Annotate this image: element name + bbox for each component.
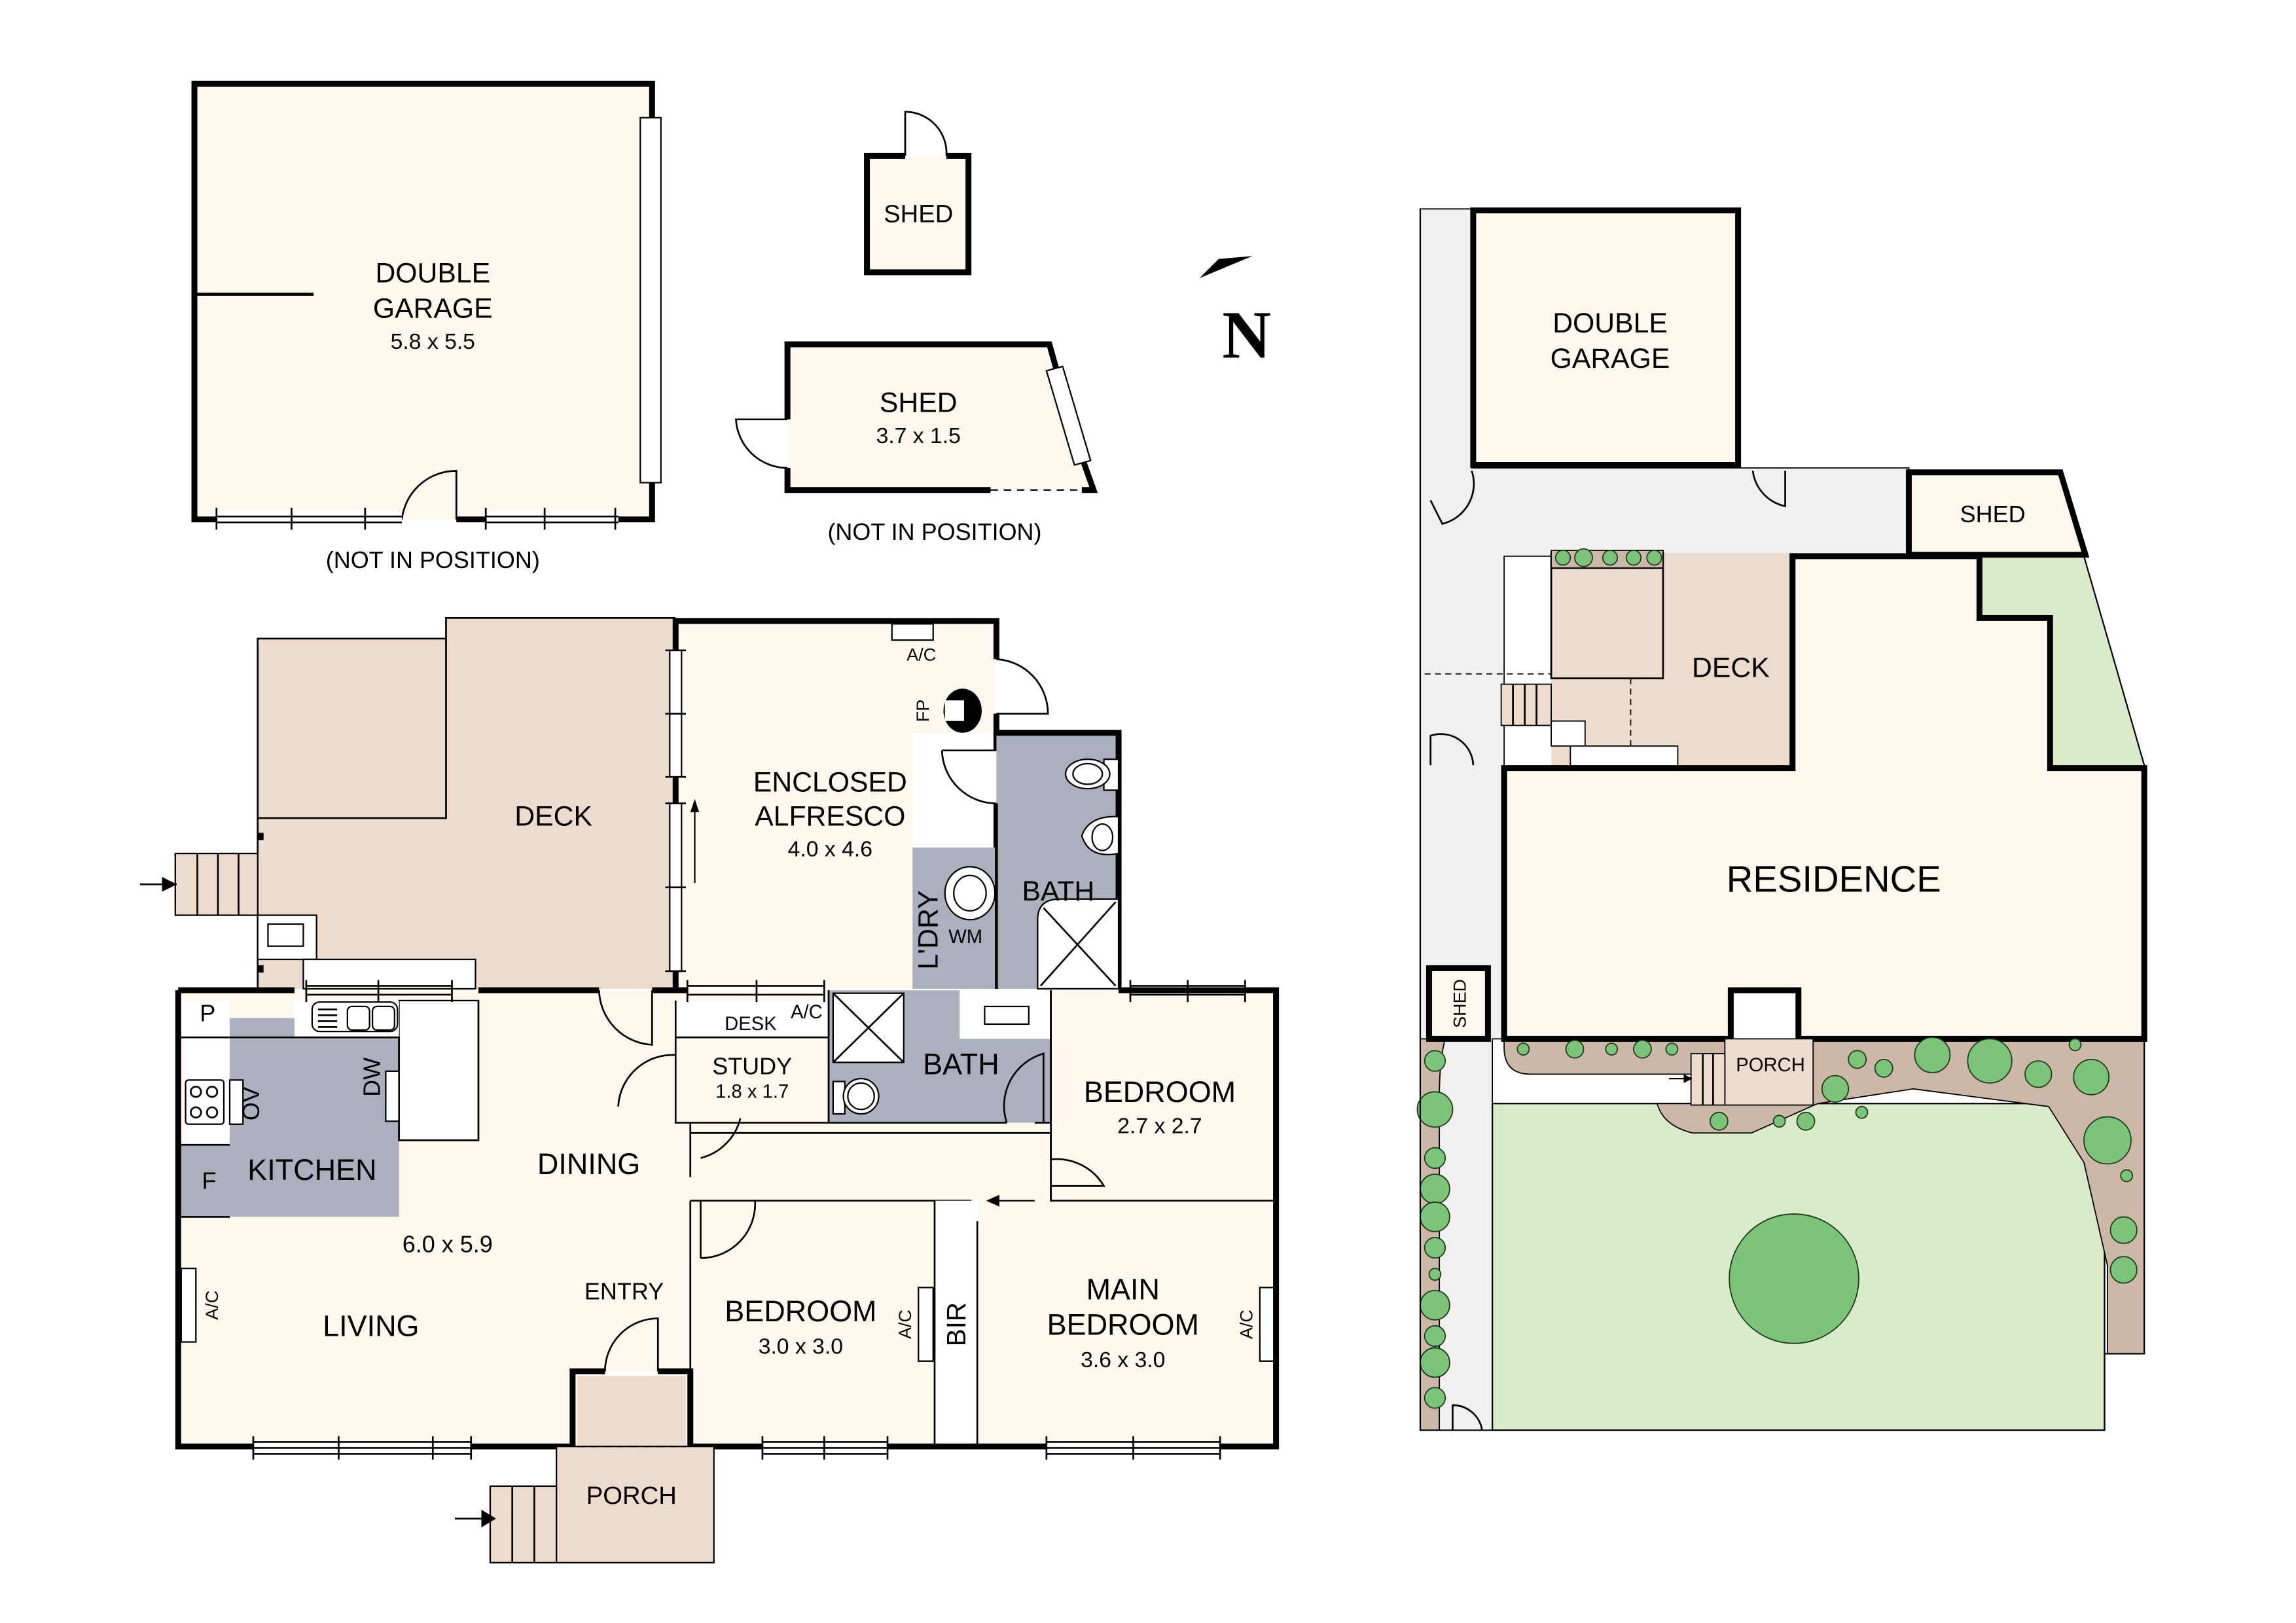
- bedroom3-label: BEDROOM: [725, 1294, 876, 1328]
- room-laundry: L'DRY WM: [912, 847, 997, 989]
- shed-large-size: 3.7 x 1.5: [876, 423, 961, 448]
- laundry-label: L'DRY: [912, 890, 944, 969]
- garage-label: DOUBLE: [375, 258, 490, 289]
- entry-label: ENTRY: [584, 1277, 664, 1304]
- alfresco-sliding-door-upper: [665, 649, 686, 778]
- alfresco-sliding-door-lower: [665, 802, 686, 972]
- site-entry-arrow-icon: [1683, 1074, 1693, 1083]
- shed-large: SHED 3.7 x 1.5 (NOT IN POSITION): [735, 341, 1098, 545]
- bedroom2-size: 2.7 x 2.7: [1117, 1113, 1202, 1138]
- garage-detached: DOUBLE GARAGE 5.8 x 5.5 (NOT IN POSITION…: [191, 80, 662, 573]
- shed-small-label: SHED: [884, 200, 953, 228]
- shed-large-note: (NOT IN POSITION): [827, 518, 1041, 545]
- main-bedroom-label: MAIN: [1086, 1272, 1160, 1306]
- deck-entry-arrow-icon: [162, 877, 177, 892]
- site-shed-side-label: SHED: [1450, 979, 1470, 1028]
- site-deck-label: DECK: [1692, 652, 1770, 683]
- house-main-body: P OV DW F KITCHEN DINING 6.0 x 5.9 LIVIN…: [175, 980, 1280, 1460]
- site-porch: PORCH: [1452, 1038, 1814, 1431]
- site-shed-top: SHED: [1905, 469, 2090, 558]
- front-entry-arrow-icon: [481, 1509, 496, 1527]
- north-arrow-icon: [1199, 256, 1253, 278]
- site-shed-top-label: SHED: [1960, 501, 2026, 527]
- bedroom3-ac-label: A/C: [895, 1310, 915, 1339]
- study-size: 1.8 x 1.7: [715, 1081, 789, 1102]
- bedroom3-window: [761, 1436, 889, 1460]
- alfresco-label-2: ALFRESCO: [755, 800, 905, 832]
- room-bath-rear: BATH: [995, 730, 1122, 990]
- front-porch: PORCH: [454, 1376, 715, 1563]
- site-plan: DOUBLE GARAGE SHED DECK: [1416, 207, 2147, 1431]
- deck-label: DECK: [514, 800, 592, 832]
- shed-large-label: SHED: [880, 387, 958, 419]
- main-bedroom-ac-label: A/C: [1237, 1310, 1257, 1339]
- slide-arrow-icon: [690, 798, 700, 813]
- large-tree-icon: [1729, 1213, 1859, 1344]
- deck-area: DECK: [139, 616, 676, 990]
- bedroom3-size: 3.0 x 3.0: [759, 1334, 843, 1359]
- trees: [1416, 548, 2138, 1409]
- site-porch-label: PORCH: [1736, 1055, 1805, 1076]
- kitchen-label: KITCHEN: [247, 1153, 376, 1186]
- living-label: LIVING: [323, 1310, 419, 1343]
- study-ac-label: A/C: [791, 1002, 823, 1023]
- residence-label: RESIDENCE: [1727, 859, 1941, 900]
- shed-small: SHED: [864, 111, 972, 276]
- site-garage: DOUBLE GARAGE: [1429, 207, 1786, 525]
- cooktop-icon: [185, 1079, 225, 1125]
- bir-label: BIR: [941, 1302, 971, 1346]
- main-bedroom-label-2: BEDROOM: [1047, 1308, 1199, 1341]
- study-label: STUDY: [712, 1052, 792, 1079]
- bedroom2-label: BEDROOM: [1084, 1075, 1236, 1109]
- desk-label: DESK: [725, 1014, 777, 1035]
- main-bedroom-window: [1045, 1436, 1221, 1460]
- north-arrow: N: [1199, 256, 1271, 372]
- pantry-label: P: [200, 999, 215, 1026]
- kitchen-window: [305, 980, 453, 1003]
- north-label: N: [1222, 298, 1271, 372]
- living-ac-label: A/C: [202, 1291, 222, 1320]
- site-shed-side: SHED: [1426, 965, 1491, 1042]
- main-bedroom-size: 3.6 x 3.0: [1081, 1347, 1165, 1372]
- shrub-icons: [1416, 548, 2138, 1409]
- garage-note: (NOT IN POSITION): [326, 546, 540, 573]
- washing-machine-label: WM: [948, 927, 982, 948]
- bath-rear-label: BATH: [1022, 876, 1094, 907]
- alfresco-label: ENCLOSED: [753, 767, 907, 798]
- site-garage-label: DOUBLE: [1552, 308, 1668, 339]
- porch-label: PORCH: [586, 1482, 677, 1510]
- bath-main-label: BATH: [923, 1047, 999, 1080]
- fridge-label: F: [202, 1168, 217, 1194]
- garage-size: 5.8 x 5.5: [391, 329, 475, 354]
- main-floor-plan: DECK A/C FP ENCLOSED ALFRE: [139, 616, 1280, 1563]
- garage-window-left: [215, 507, 403, 530]
- oven-label: OV: [238, 1086, 264, 1120]
- living-window: [252, 1436, 473, 1460]
- garage-window-right: [484, 507, 619, 530]
- fireplace-label: FP: [913, 700, 933, 722]
- dining-label: DINING: [537, 1147, 640, 1181]
- alfresco-ac-label: A/C: [906, 645, 936, 665]
- vanity-icon: [984, 1005, 1030, 1026]
- alfresco-size: 4.0 x 4.6: [788, 837, 872, 862]
- living-size: 6.0 x 5.9: [403, 1230, 493, 1257]
- sliding-door-arrow-icon: [986, 1194, 999, 1207]
- garage-label-2: GARAGE: [373, 293, 493, 325]
- site-garage-label-2: GARAGE: [1551, 343, 1670, 374]
- washing-machine-icon: [953, 874, 987, 912]
- dishwasher-label: DW: [358, 1058, 385, 1097]
